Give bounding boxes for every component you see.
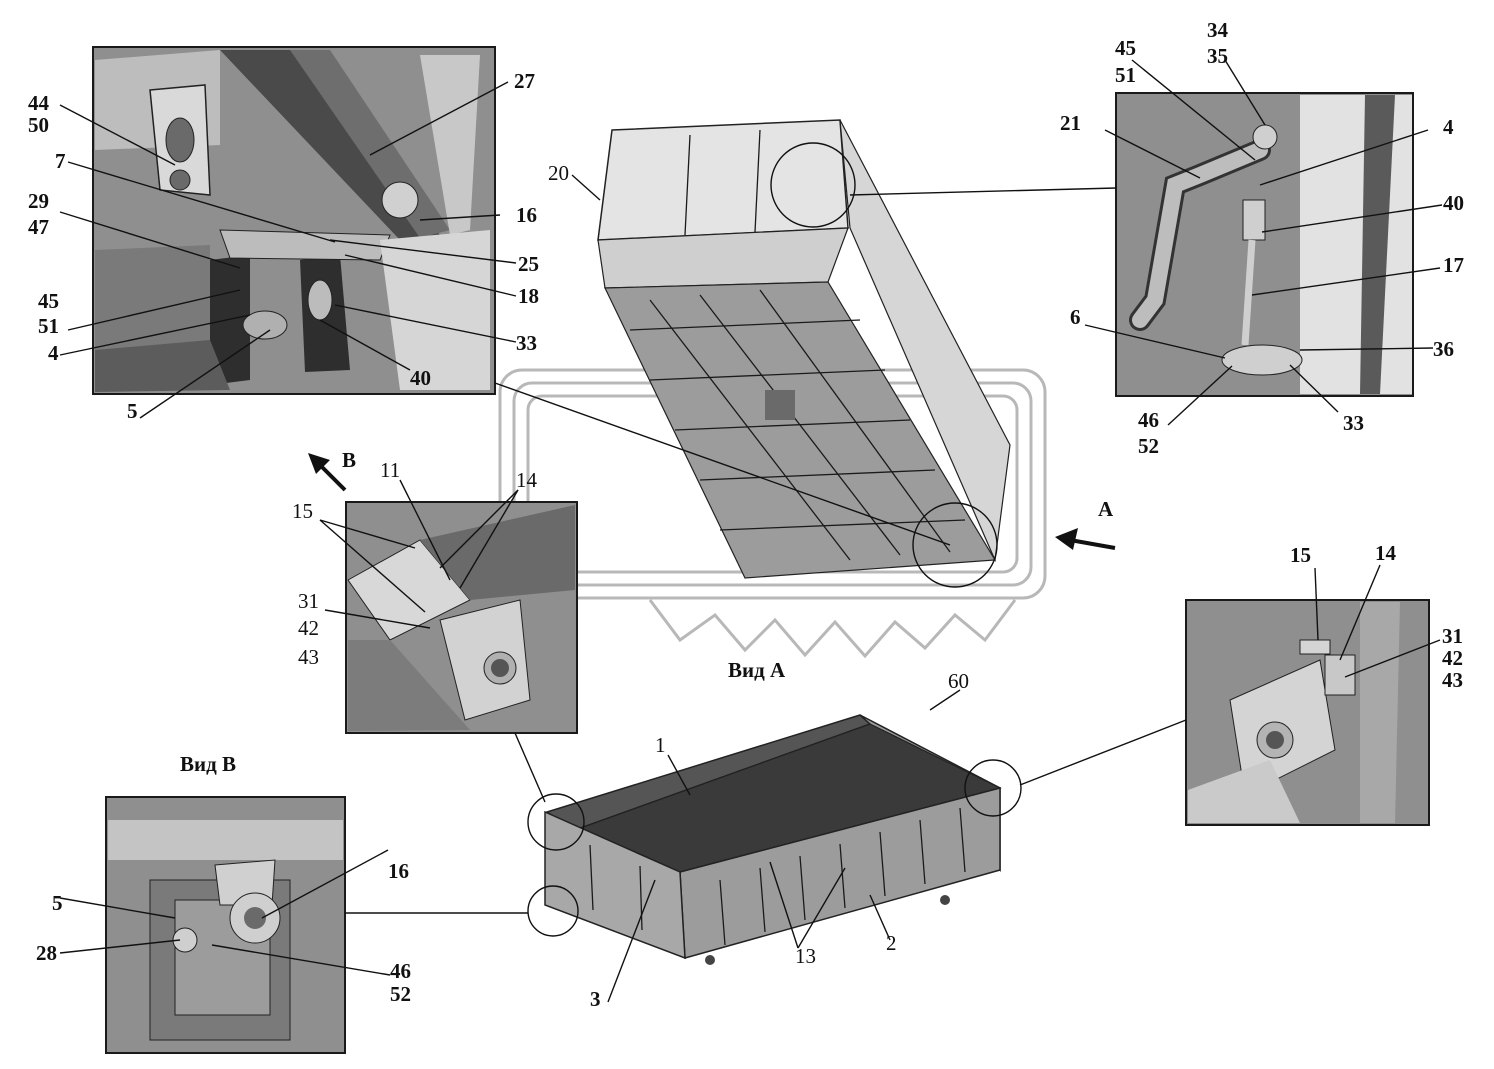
- label-50: 50: [28, 113, 49, 137]
- label-18: 18: [518, 284, 539, 308]
- label-14-right: 14: [1375, 541, 1397, 565]
- label-43-right: 43: [1442, 668, 1463, 692]
- detail-panel-corner-left: [345, 501, 578, 734]
- view-a-title: Вид А: [728, 658, 786, 682]
- label-15-right: 15: [1290, 543, 1311, 567]
- arrow-b-icon: [308, 453, 347, 492]
- view-b-title: Вид В: [180, 752, 236, 776]
- label-5-left: 5: [127, 399, 138, 423]
- label-31-left: 31: [298, 589, 319, 613]
- label-40-left: 40: [410, 366, 431, 390]
- label-4-right: 4: [1443, 115, 1454, 139]
- label-46-right: 46: [1138, 408, 1159, 432]
- label-16-top: 16: [516, 203, 537, 227]
- label-42-left: 42: [298, 616, 319, 640]
- label-43-left: 43: [298, 645, 319, 669]
- leaders-panel-corner-left: [319, 479, 519, 629]
- dump-body-lower: [527, 714, 1022, 965]
- label-1: 1: [655, 733, 666, 757]
- detail-panel-lever: [1115, 92, 1414, 397]
- label-52-view-b: 52: [390, 982, 411, 1006]
- label-27: 27: [514, 69, 535, 93]
- label-51-right: 51: [1115, 63, 1136, 87]
- leaders-panel-hinge: [59, 81, 517, 419]
- detail-panel-corner-right: [1185, 599, 1430, 826]
- label-21: 21: [1060, 111, 1081, 135]
- label-33-right: 33: [1343, 411, 1364, 435]
- arrow-a-label: А: [1098, 497, 1114, 521]
- label-29: 29: [28, 189, 49, 213]
- label-28: 28: [36, 941, 57, 965]
- label-16-view-b: 16: [388, 859, 409, 883]
- leaders-panel-corner-right: [1314, 564, 1441, 678]
- label-36: 36: [1433, 337, 1454, 361]
- connection-lines: [345, 187, 1187, 914]
- label-44: 44: [28, 91, 50, 115]
- label-6: 6: [1070, 305, 1081, 329]
- leaders-panel-view-b: [59, 849, 391, 976]
- label-40-right: 40: [1443, 191, 1464, 215]
- label-34: 34: [1207, 18, 1229, 42]
- leaders-body-lower: [571, 174, 961, 1003]
- label-20: 20: [548, 161, 569, 185]
- arrow-b-label: В: [342, 448, 356, 472]
- detail-panel-view-b: [105, 796, 346, 1054]
- label-13: 13: [795, 944, 816, 968]
- label-2: 2: [886, 931, 897, 955]
- label-5-view-b: 5: [52, 891, 63, 915]
- label-52-right: 52: [1138, 434, 1159, 458]
- dump-body-tilted: [597, 119, 1011, 588]
- label-11: 11: [380, 458, 400, 482]
- label-42-right: 42: [1442, 646, 1463, 670]
- leaders-panel-lever: [1084, 59, 1443, 426]
- label-17: 17: [1443, 253, 1464, 277]
- label-46-view-b: 46: [390, 959, 411, 983]
- label-45-right: 45: [1115, 36, 1136, 60]
- label-47: 47: [28, 215, 49, 239]
- label-35: 35: [1207, 44, 1228, 68]
- label-15-left: 15: [292, 499, 313, 523]
- label-31-right: 31: [1442, 624, 1463, 648]
- arrow-a-icon: [1055, 528, 1116, 550]
- detail-panel-hinge: [92, 46, 496, 395]
- label-3: 3: [590, 987, 601, 1011]
- label-45-left: 45: [38, 289, 59, 313]
- label-33-left: 33: [516, 331, 537, 355]
- label-7: 7: [55, 149, 66, 173]
- label-25: 25: [518, 252, 539, 276]
- label-60: 60: [948, 669, 969, 693]
- label-4-left: 4: [48, 341, 59, 365]
- label-14-left: 14: [516, 468, 538, 492]
- label-51-left: 51: [38, 314, 59, 338]
